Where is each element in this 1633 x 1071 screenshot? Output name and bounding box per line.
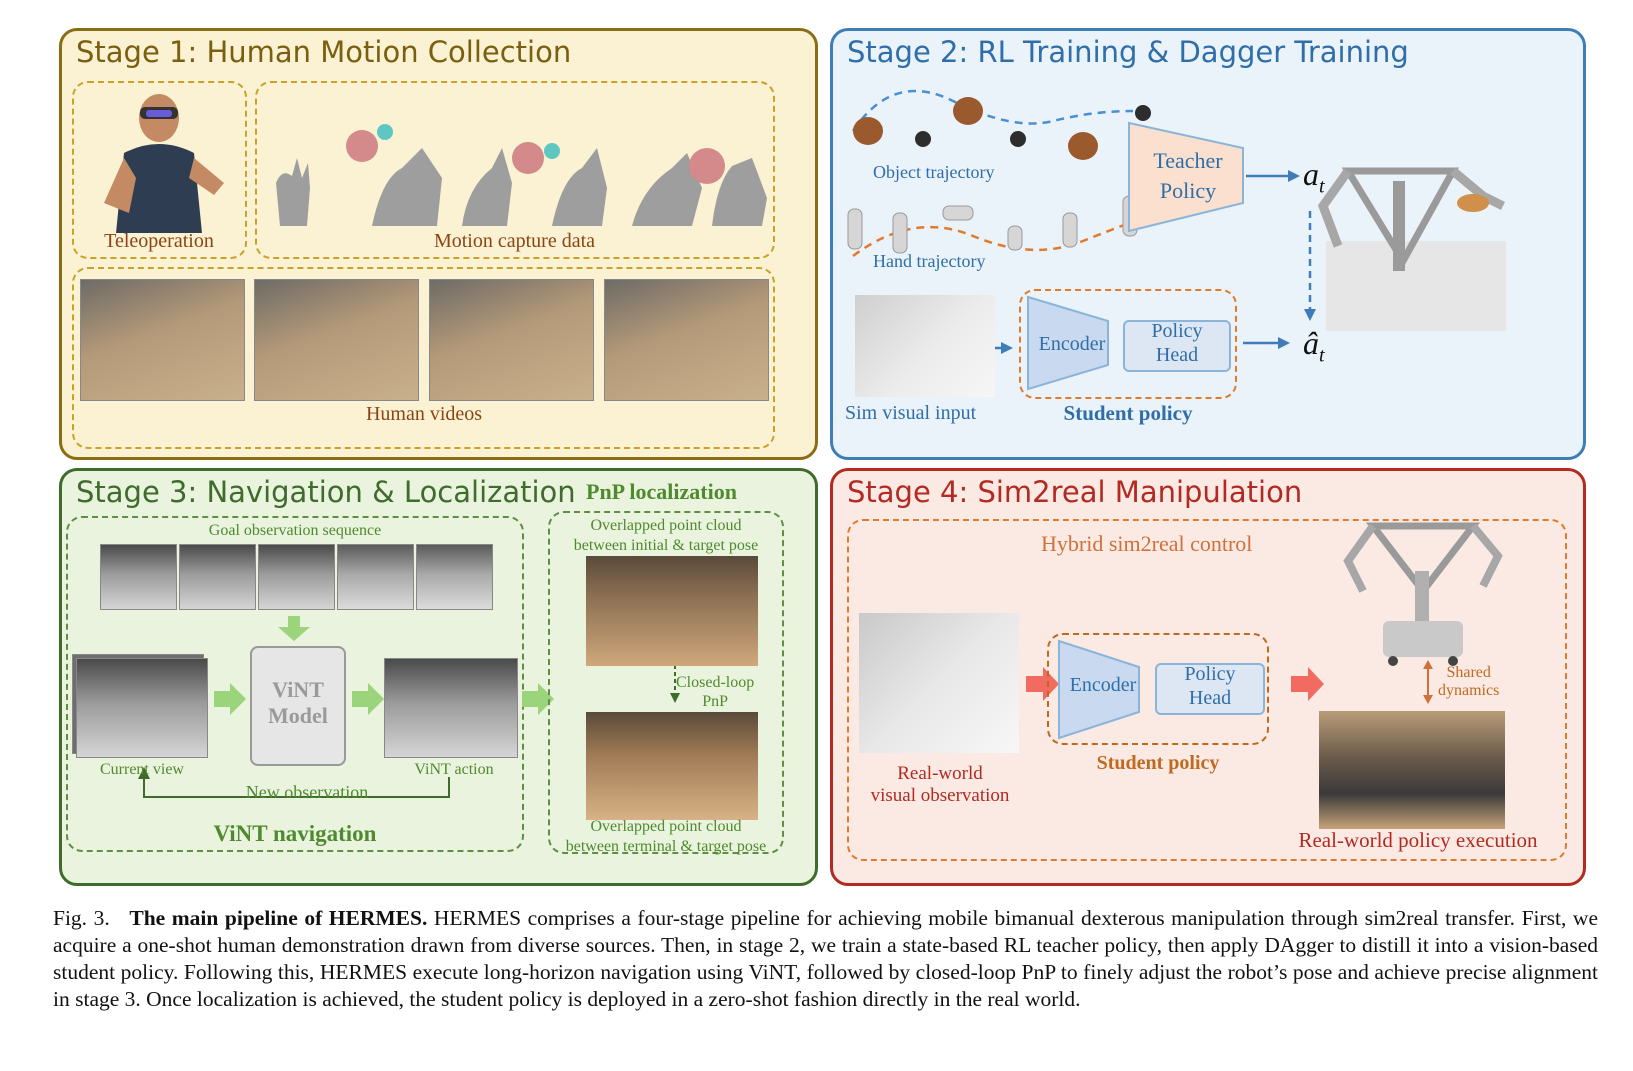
- pc-top-line2: between initial & target pose: [573, 537, 759, 554]
- pc-top-line1: Overlapped point cloud: [590, 517, 742, 534]
- stage3-arrows: [138, 616, 680, 798]
- shared-line1: Shared: [1446, 664, 1491, 681]
- current-view-label: Current view: [100, 761, 184, 778]
- teacher-line2: Policy: [1159, 178, 1217, 203]
- stage4-policy-head-line2: Head: [1188, 687, 1232, 709]
- sim-visual-input-label: Sim visual input: [845, 402, 977, 424]
- stage2-policy-head-label: Policy Head: [1123, 319, 1231, 367]
- stage3-title: Stage 3: Navigation & Localization: [76, 475, 576, 509]
- stage3-panel: Stage 3: Navigation & Localization PnP l…: [59, 468, 818, 886]
- stage4-policy-head-line1: Policy: [1184, 663, 1236, 685]
- figure-caption: Fig. 3. The main pipeline of HERMES. HER…: [53, 905, 1598, 1013]
- real-obs-line1: Real-world: [897, 763, 983, 784]
- pc-top-label: Overlapped point cloud between initial &…: [548, 516, 784, 556]
- teacher-policy-label: Teacher Policy: [1133, 146, 1243, 206]
- stage2-panel: Stage 2: RL Training & Dagger Training: [830, 28, 1586, 460]
- stage4-policy-head-label: Policy Head: [1155, 662, 1265, 710]
- stage2-title: Stage 2: RL Training & Dagger Training: [847, 35, 1409, 69]
- vint-model-box: [250, 646, 346, 766]
- stage4-title: Stage 4: Sim2real Manipulation: [847, 475, 1303, 509]
- real-obs-label: Real-world visual observation: [855, 763, 1025, 807]
- goal-frame-1: [100, 544, 177, 610]
- student-policy-box: [1019, 289, 1237, 399]
- goal-frame-3: [258, 544, 335, 610]
- vint-model-line1: ViNT: [272, 677, 324, 702]
- pc-bottom-line1: Overlapped point cloud: [590, 818, 742, 835]
- human-videos-label: Human videos: [365, 403, 483, 425]
- real-execution-label: Real-world policy execution: [1298, 828, 1538, 852]
- teleop-box: Teleoperation: [72, 81, 247, 259]
- vint-model-line2: Model: [268, 703, 328, 728]
- goal-frame-5: [416, 544, 493, 610]
- stage2-policy-head-line1: Policy: [1151, 320, 1203, 342]
- motion-capture-hands-image: [262, 88, 772, 228]
- stage2-trajectories: [847, 89, 1506, 391]
- action-a-t: at: [1303, 156, 1325, 198]
- stage1-panel: Stage 1: Human Motion Collection Teleope…: [59, 28, 818, 460]
- motion-capture-label: Motion capture data: [433, 230, 596, 252]
- vint-action-image: [384, 658, 518, 758]
- current-view-image: [76, 658, 208, 758]
- closed-loop-line1: Closed-loop: [676, 674, 755, 691]
- pc-bottom-line2: between terminal & target pose: [565, 838, 767, 855]
- hand-trajectory-label: Hand trajectory: [873, 251, 986, 271]
- a-t-subscript: t: [1319, 175, 1325, 198]
- real-world-depth-image: [859, 613, 1019, 753]
- a-t-symbol: a: [1303, 156, 1319, 192]
- stage2-encoder-label: Encoder: [1038, 333, 1106, 355]
- goal-frame-2: [179, 544, 256, 610]
- shared-dynamics-label: Shared dynamics: [1438, 664, 1499, 700]
- pc-bottom-label: Overlapped point cloud between terminal …: [548, 817, 784, 857]
- stage2-policy-head-box: [1123, 320, 1231, 372]
- stage4-student-policy-box: [1047, 633, 1269, 745]
- video-frame-1: [80, 279, 245, 401]
- stage4-policy-head-box: [1155, 663, 1265, 715]
- stage2-policy-head-line2: Head: [1155, 344, 1199, 366]
- stage1-title: Stage 1: Human Motion Collection: [76, 35, 572, 69]
- pc-bottom-image: [586, 712, 758, 820]
- human-videos-box: Human videos: [72, 267, 775, 449]
- caption-body: HERMES comprises a four-stage pipeline f…: [53, 906, 1598, 1011]
- caption-bold-title: The main pipeline of HERMES.: [129, 906, 428, 930]
- vint-model-label: ViNT Model: [250, 677, 346, 729]
- hybrid-control-box: [847, 519, 1567, 861]
- real-obs-line2: visual observation: [870, 785, 1010, 806]
- pc-top-image: [586, 556, 758, 666]
- vint-navigation-box: [66, 516, 524, 852]
- teleop-person-image: [74, 83, 244, 233]
- video-frame-4: [604, 279, 769, 401]
- video-frame-2: [254, 279, 419, 401]
- closed-loop-label: Closed-loop PnP: [676, 673, 754, 711]
- closed-loop-line2: PnP: [702, 693, 728, 710]
- real-world-execution-image: [1319, 711, 1505, 829]
- shared-line2: dynamics: [1438, 682, 1500, 699]
- new-observation-label: New observation: [245, 782, 369, 802]
- pnp-box: [548, 511, 784, 854]
- sim-visual-image: [855, 295, 995, 397]
- stage2-student-policy-label: Student policy: [1063, 401, 1193, 425]
- stage4-panel: Stage 4: Sim2real Manipulation Hybrid si…: [830, 468, 1586, 886]
- object-trajectory-label: Object trajectory: [873, 162, 995, 182]
- vint-action-label: ViNT action: [414, 761, 494, 778]
- motion-capture-box: Motion capture data: [255, 81, 775, 259]
- goal-sequence-label: Goal observation sequence: [208, 522, 382, 539]
- stage4-encoder-label: Encoder: [1069, 674, 1137, 696]
- caption-fig-label: Fig. 3.: [53, 906, 110, 930]
- action-a-hat: ât: [1303, 325, 1325, 367]
- stage4-student-policy-label: Student policy: [1096, 752, 1220, 774]
- teleoperation-label: Teleoperation: [104, 230, 214, 252]
- a-hat-symbol: â: [1303, 325, 1319, 361]
- a-hat-subscript: t: [1319, 344, 1325, 367]
- hybrid-control-label: Hybrid sim2real control: [1041, 531, 1253, 556]
- stage4-arrows: [1026, 522, 1503, 740]
- goal-frame-4: [337, 544, 414, 610]
- pnp-localization-label: PnP localization: [586, 479, 737, 504]
- teacher-line1: Teacher: [1153, 148, 1223, 173]
- vint-navigation-label: ViNT navigation: [213, 821, 377, 846]
- video-frame-3: [429, 279, 594, 401]
